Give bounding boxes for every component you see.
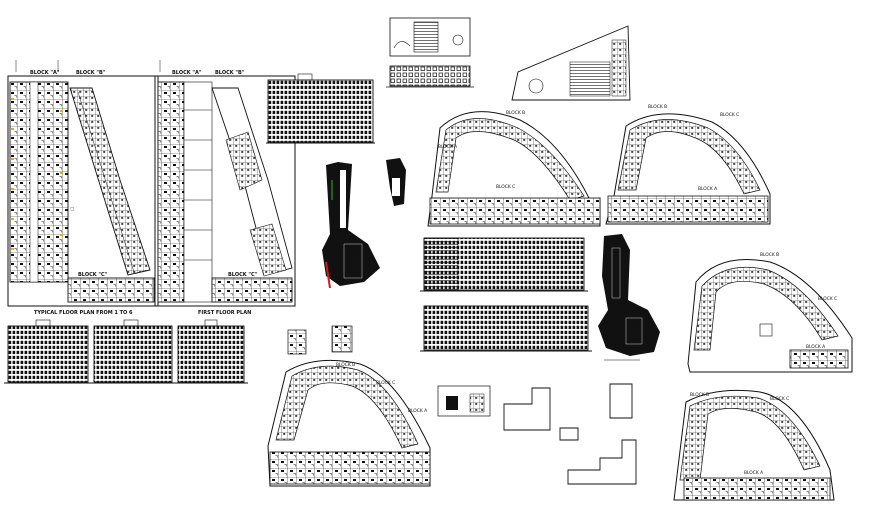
arc-plan-middle-right: BLOCK B BLOCK C BLOCK A: [687, 252, 853, 373]
elevations-bottom-left: [4, 319, 248, 384]
block-a-low-label: BLOCK A: [806, 344, 825, 350]
block-a-label-bottom: BLOCK A: [408, 408, 427, 414]
building-outlines: [503, 383, 637, 485]
block-b-label: BLOCK "B": [76, 70, 106, 76]
site-plan-top-right: [511, 25, 631, 101]
typical-floor-plan-title: TYPICAL FLOOR PLAN FROM 1 TO 6: [34, 310, 133, 316]
block-b-br-label-2: BLOCK B: [336, 362, 355, 368]
block-b-right-label: BLOCK B: [648, 104, 667, 110]
block-b-mid-label: BLOCK B: [506, 110, 525, 116]
arc-plan-bottom-center: BLOCK B BLOCK C BLOCK A: [267, 359, 431, 487]
block-c-mid-label: BLOCK C: [496, 184, 515, 190]
block-b-label-2: BLOCK "B": [215, 70, 245, 76]
site-plan-center-right: [598, 234, 660, 361]
first-floor-plan-title: FIRST FLOOR PLAN: [198, 310, 251, 316]
block-a-label-2: BLOCK "A": [172, 70, 202, 76]
block-c-label-2: BLOCK "C": [228, 272, 258, 278]
elevations-center: [420, 237, 592, 352]
block-b-br-label: BLOCK B: [690, 392, 709, 398]
site-plan-center: [322, 158, 406, 289]
arc-plan-top-right: BLOCK B BLOCK C BLOCK A: [605, 104, 771, 225]
small-details: [287, 325, 491, 417]
block-c-br-label: BLOCK C: [770, 396, 789, 402]
courtyard-mark: ▢: [70, 207, 74, 212]
arc-plan-bottom-right: BLOCK B BLOCK C BLOCK A: [673, 389, 835, 501]
block-a-mid-label: BLOCK A: [438, 144, 457, 150]
block-c-label: BLOCK "C": [78, 272, 108, 278]
block-a-right-label: BLOCK A: [698, 186, 717, 192]
first-floor-plan: BLOCK "A" BLOCK "B" BLOCK "C" FIRST FLOO…: [154, 60, 296, 316]
block-a-br-label: BLOCK A: [744, 470, 763, 476]
typical-floor-plan-left: BLOCK "A" BLOCK "B" BLOCK "C" ▢: [7, 60, 159, 307]
block-b-low-label: BLOCK B: [760, 252, 779, 258]
arc-plan-top-center: BLOCK C BLOCK B BLOCK A: [427, 110, 601, 227]
block-c-right-label: BLOCK C: [720, 112, 739, 118]
block-a-label: BLOCK "A": [30, 70, 60, 76]
block-c-label-bottom: BLOCK C: [376, 380, 395, 386]
site-plan-top-center: [386, 17, 474, 88]
elevation-top-small: [266, 73, 375, 144]
block-c-low-label: BLOCK C: [818, 296, 837, 302]
